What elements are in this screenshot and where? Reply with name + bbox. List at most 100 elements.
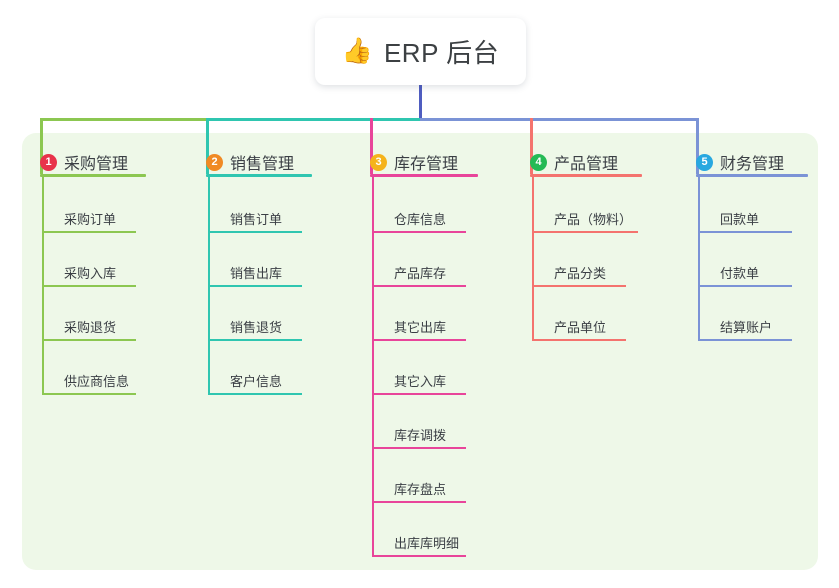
item-label: 产品库存 bbox=[394, 266, 447, 281]
column-3-item-rule-2 bbox=[372, 285, 466, 287]
column-3-item-7[interactable]: 出库库明细 bbox=[394, 533, 459, 552]
column-3-item-rule-6 bbox=[372, 501, 466, 503]
column-spine-2 bbox=[208, 174, 210, 393]
column-2-item-3[interactable]: 销售退货 bbox=[230, 317, 282, 336]
bus-segment-1 bbox=[40, 118, 209, 121]
column-header-rule-3 bbox=[370, 174, 478, 177]
bus-segment-2 bbox=[206, 118, 423, 121]
column-2-item-rule-2 bbox=[208, 285, 302, 287]
column-3-item-rule-5 bbox=[372, 447, 466, 449]
column-badge-3: 3 bbox=[370, 153, 387, 171]
item-label: 采购入库 bbox=[64, 266, 117, 281]
item-label: 结算账户 bbox=[720, 320, 773, 335]
column-2-item-rule-3 bbox=[208, 339, 302, 341]
column-3-item-4[interactable]: 其它入库 bbox=[394, 371, 446, 390]
column-1-item-1[interactable]: 采购订单 bbox=[64, 209, 116, 228]
column-5-item-2[interactable]: 付款单 bbox=[720, 263, 759, 282]
column-header-rule-5 bbox=[696, 174, 808, 177]
column-3-item-rule-4 bbox=[372, 393, 466, 395]
column-2-item-rule-4 bbox=[208, 393, 302, 395]
column-drop-2 bbox=[206, 118, 209, 174]
column-drop-3 bbox=[370, 118, 373, 174]
column-title-2: 销售管理 bbox=[230, 156, 295, 173]
item-label: 销售订单 bbox=[230, 212, 283, 227]
item-label: 销售出库 bbox=[230, 266, 283, 281]
column-badge-5: 5 bbox=[696, 153, 713, 171]
column-3-item-3[interactable]: 其它出库 bbox=[394, 317, 446, 336]
item-label: 库存盘点 bbox=[394, 482, 447, 497]
column-5-item-3[interactable]: 结算账户 bbox=[720, 317, 772, 336]
column-2-item-4[interactable]: 客户信息 bbox=[230, 371, 282, 390]
root-trunk-line bbox=[419, 85, 422, 121]
item-label: 客户信息 bbox=[230, 374, 283, 389]
item-label: 销售退货 bbox=[230, 320, 283, 335]
column-1-item-2[interactable]: 采购入库 bbox=[64, 263, 116, 282]
column-badge-2: 2 bbox=[206, 153, 223, 171]
item-label: 付款单 bbox=[720, 266, 760, 281]
column-1-item-4[interactable]: 供应商信息 bbox=[64, 371, 129, 390]
column-1-item-3[interactable]: 采购退货 bbox=[64, 317, 116, 336]
column-5-item-rule-3 bbox=[698, 339, 792, 341]
column-header-1[interactable]: 1 采购管理 bbox=[40, 150, 128, 174]
column-3-item-5[interactable]: 库存调拨 bbox=[394, 425, 446, 444]
column-2-item-rule-1 bbox=[208, 231, 302, 233]
item-label: 供应商信息 bbox=[64, 374, 130, 389]
column-drop-4 bbox=[530, 118, 533, 174]
column-1-item-rule-4 bbox=[42, 393, 136, 395]
column-3-item-rule-7 bbox=[372, 555, 466, 557]
item-label: 其它入库 bbox=[394, 374, 447, 389]
column-title-5: 财务管理 bbox=[720, 156, 785, 173]
column-header-rule-2 bbox=[206, 174, 312, 177]
column-spine-3 bbox=[372, 174, 374, 555]
item-label: 回款单 bbox=[720, 212, 760, 227]
column-2-item-1[interactable]: 销售订单 bbox=[230, 209, 282, 228]
column-5-item-rule-2 bbox=[698, 285, 792, 287]
item-label: 产品单位 bbox=[554, 320, 607, 335]
bus-segment-3 bbox=[420, 118, 699, 121]
column-4-item-2[interactable]: 产品分类 bbox=[554, 263, 606, 282]
column-drop-1 bbox=[40, 118, 43, 174]
column-3-item-6[interactable]: 库存盘点 bbox=[394, 479, 446, 498]
column-header-2[interactable]: 2 销售管理 bbox=[206, 150, 294, 174]
column-1-item-rule-2 bbox=[42, 285, 136, 287]
column-3-item-1[interactable]: 仓库信息 bbox=[394, 209, 446, 228]
column-spine-1 bbox=[42, 174, 44, 393]
column-header-3[interactable]: 3 库存管理 bbox=[370, 150, 458, 174]
column-1-item-rule-3 bbox=[42, 339, 136, 341]
column-2-item-2[interactable]: 销售出库 bbox=[230, 263, 282, 282]
item-label: 产品（物料） bbox=[554, 212, 633, 227]
column-title-3: 库存管理 bbox=[394, 156, 459, 173]
column-3-item-2[interactable]: 产品库存 bbox=[394, 263, 446, 282]
column-header-rule-1 bbox=[40, 174, 146, 177]
column-4-item-rule-1 bbox=[532, 231, 638, 233]
column-4-item-3[interactable]: 产品单位 bbox=[554, 317, 606, 336]
column-4-item-rule-2 bbox=[532, 285, 626, 287]
column-spine-4 bbox=[532, 174, 534, 339]
column-3-item-rule-3 bbox=[372, 339, 466, 341]
item-label: 仓库信息 bbox=[394, 212, 447, 227]
item-label: 库存调拨 bbox=[394, 428, 447, 443]
column-4-item-rule-3 bbox=[532, 339, 626, 341]
column-3-item-rule-1 bbox=[372, 231, 466, 233]
item-label: 采购订单 bbox=[64, 212, 117, 227]
root-title: ERP 后台 bbox=[383, 38, 500, 68]
column-header-5[interactable]: 5 财务管理 bbox=[696, 150, 784, 174]
column-title-4: 产品管理 bbox=[554, 156, 619, 173]
column-title-1: 采购管理 bbox=[64, 156, 129, 173]
item-label: 产品分类 bbox=[554, 266, 607, 281]
column-4-item-1[interactable]: 产品（物料） bbox=[554, 209, 632, 228]
column-header-4[interactable]: 4 产品管理 bbox=[530, 150, 618, 174]
thumbs-up-icon: 👍 bbox=[341, 37, 373, 65]
column-spine-5 bbox=[698, 174, 700, 339]
column-badge-1: 1 bbox=[40, 153, 57, 171]
root-node[interactable]: 👍 ERP 后台 bbox=[315, 18, 526, 85]
column-drop-5 bbox=[696, 118, 699, 174]
column-5-item-rule-1 bbox=[698, 231, 792, 233]
column-1-item-rule-1 bbox=[42, 231, 136, 233]
item-label: 采购退货 bbox=[64, 320, 117, 335]
column-5-item-1[interactable]: 回款单 bbox=[720, 209, 759, 228]
item-label: 其它出库 bbox=[394, 320, 447, 335]
diagram-panel bbox=[22, 133, 818, 570]
column-badge-4: 4 bbox=[530, 153, 547, 171]
